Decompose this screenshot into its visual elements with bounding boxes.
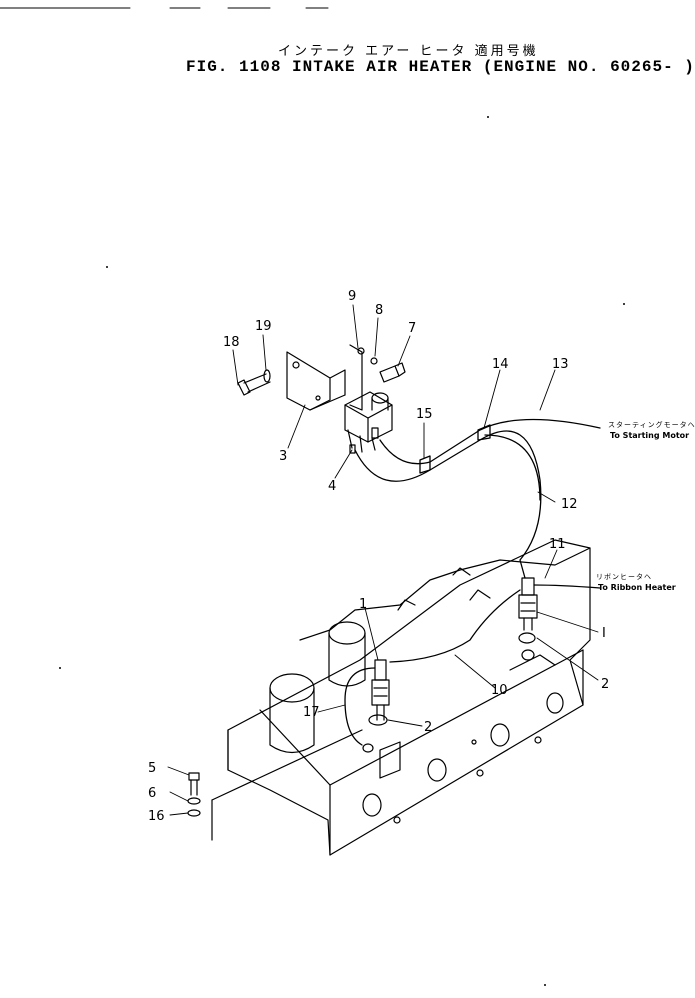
- bolt-18: [237, 369, 271, 396]
- callout-15: 5: [148, 761, 156, 776]
- callout-7: 9: [348, 289, 356, 304]
- callout-5: 7: [408, 321, 416, 336]
- callout-13: 14: [492, 357, 509, 372]
- callout-10: 11: [549, 537, 566, 552]
- callout-11: 12: [561, 497, 578, 512]
- callout-17: 16: [148, 809, 165, 824]
- cylinder-head: [227, 539, 591, 856]
- note-ribbon-heater-jp: リボンヒータヘ: [596, 572, 652, 581]
- note-starting-motor-jp: スターティングモータヘ: [608, 420, 695, 429]
- note-starting-motor: To Starting Motor: [610, 431, 689, 440]
- callout-2-rear: 2: [601, 677, 609, 692]
- leader-lines: [167, 304, 599, 816]
- heater-relay: [344, 391, 393, 454]
- heater-plug-front: [362, 659, 390, 753]
- callout-14: 15: [416, 407, 433, 422]
- wiring: [344, 418, 601, 746]
- callout-8: 10: [491, 683, 508, 698]
- scan-specks: [59, 116, 625, 986]
- figure-title: FIG. 1108 INTAKE AIR HEATER (ENGINE NO. …: [186, 58, 695, 76]
- callout-6: 8: [375, 303, 383, 318]
- callout-19: 19: [255, 319, 272, 334]
- callout-labels: 18 19 9 8 7 3 4 14 13 15 12 11 1 I 2 10 …: [148, 289, 695, 824]
- heater-plug-rear: [518, 577, 538, 644]
- figure-title-japanese: インテーク エアー ヒータ 適用号機: [278, 44, 539, 59]
- callout-12: 13: [552, 357, 569, 372]
- callout-4: 4: [328, 479, 336, 494]
- callout-9: 17: [303, 705, 320, 720]
- relay-bracket: [286, 344, 363, 411]
- callout-I: I: [602, 626, 606, 641]
- callout-2-front: 2: [424, 720, 432, 735]
- callout-1: 1: [359, 597, 367, 612]
- callout-3: 3: [279, 449, 287, 464]
- note-ribbon-heater: To Ribbon Heater: [598, 583, 676, 592]
- bolt-15: [187, 729, 363, 841]
- callout-18: 18: [223, 335, 240, 350]
- callout-16: 6: [148, 786, 156, 801]
